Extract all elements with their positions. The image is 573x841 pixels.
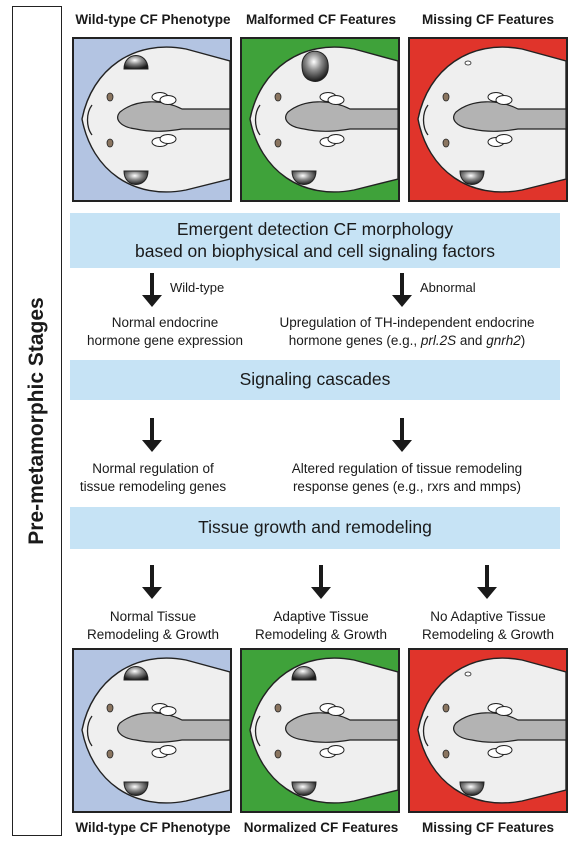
nostril — [274, 749, 282, 759]
otic-vesicle — [327, 745, 345, 755]
otic-vesicle — [495, 134, 513, 144]
eye-bottom — [123, 781, 149, 796]
tadpole-head-illustration — [249, 46, 398, 193]
missing-eye-remnant — [464, 671, 472, 677]
altered-regulation-text: Altered regulation of tissue remodeling … — [291, 461, 523, 494]
missing-eye-remnant — [464, 60, 472, 66]
otic-vesicle — [159, 745, 177, 755]
eye-bottom — [459, 170, 485, 185]
outcome-normal: Normal Tissue Remodeling & Growth — [86, 609, 220, 642]
band-tissue-growth: Tissue growth and remodeling — [70, 507, 560, 549]
mouth-line — [86, 715, 93, 747]
stage-label-box: Pre-metamorphic Stages — [12, 6, 62, 836]
eye-bottom — [291, 781, 317, 796]
arrow-down-icon — [477, 565, 497, 599]
eye-bottom — [291, 170, 317, 185]
top-panel-wildtype — [72, 37, 232, 202]
arrow-down-icon — [311, 565, 331, 599]
eye-top — [291, 666, 317, 681]
top-panel-missing — [408, 37, 568, 202]
mouth-line — [254, 715, 261, 747]
outcome-no-adaptive: No Adaptive Tissue Remodeling & Growth — [421, 609, 555, 642]
malformed-eye — [301, 50, 329, 82]
top-title-malformed: Malformed CF Features — [245, 12, 397, 27]
top-panel-malformed — [240, 37, 400, 202]
mouth-line — [254, 104, 261, 136]
nostril — [442, 703, 450, 713]
nostril — [274, 703, 282, 713]
arrow-label-abnormal: Abnormal — [420, 280, 476, 295]
tadpole-head-illustration — [249, 657, 398, 804]
brain-shape — [453, 712, 566, 743]
nostril — [106, 749, 114, 759]
gene-prl2s: prl.2S — [420, 332, 457, 348]
eye-bottom — [459, 781, 485, 796]
otic-vesicle — [495, 95, 513, 105]
outcome-adaptive: Adaptive Tissue Remodeling & Growth — [254, 609, 388, 642]
brain-shape — [285, 712, 398, 743]
tadpole-head-illustration — [81, 657, 230, 804]
mouth-line — [422, 715, 429, 747]
eye-top — [123, 666, 149, 681]
brain-shape — [285, 101, 398, 132]
otic-vesicle — [495, 706, 513, 716]
mouth-line — [422, 104, 429, 136]
nostril — [442, 92, 450, 102]
brain-shape — [117, 101, 230, 132]
brain-shape — [453, 101, 566, 132]
bottom-title-normalized: Normalized CF Features — [243, 820, 399, 835]
arrow-down-icon — [142, 418, 162, 452]
arrow-down-icon — [392, 273, 412, 307]
nostril — [442, 749, 450, 759]
top-title-wildtype: Wild-type CF Phenotype — [75, 12, 231, 27]
otic-vesicle — [159, 95, 177, 105]
gene-gnrh2: gnrh2 — [486, 332, 521, 348]
nostril — [274, 92, 282, 102]
bottom-panel-missing — [408, 648, 568, 813]
otic-vesicle — [495, 745, 513, 755]
mouth-line — [86, 104, 93, 136]
otic-vesicle — [327, 706, 345, 716]
nostril — [274, 138, 282, 148]
otic-vesicle — [159, 134, 177, 144]
bottom-panel-normalized — [240, 648, 400, 813]
arrow-down-icon — [142, 565, 162, 599]
nostril — [106, 92, 114, 102]
eye-bottom — [123, 170, 149, 185]
otic-vesicle — [327, 95, 345, 105]
upregulation-text: Upregulation of TH-independent endocrine… — [279, 315, 535, 348]
nostril — [442, 138, 450, 148]
eye-top — [123, 55, 149, 70]
tadpole-head-illustration — [417, 657, 566, 804]
normal-regulation-text: Normal regulation of tissue remodeling g… — [79, 461, 227, 494]
band1-line1: Emergent detection CF morphology — [176, 218, 454, 239]
band-emergent-detection: Emergent detection CF morphology based o… — [70, 213, 560, 268]
otic-vesicle — [159, 706, 177, 716]
band-signaling-cascades: Signaling cascades — [70, 360, 560, 400]
arrow-down-icon — [142, 273, 162, 307]
otic-vesicle — [327, 134, 345, 144]
nostril — [106, 703, 114, 713]
bottom-panel-wildtype — [72, 648, 232, 813]
bottom-title-missing: Missing CF Features — [421, 820, 555, 835]
nostril — [106, 138, 114, 148]
tadpole-head-illustration — [417, 46, 566, 193]
top-title-missing: Missing CF Features — [421, 12, 555, 27]
normal-endocrine-text: Normal endocrine hormone gene expression — [86, 315, 244, 348]
arrow-down-icon — [392, 418, 412, 452]
stage-label: Pre-metamorphic Stages — [25, 297, 48, 545]
bottom-title-wildtype: Wild-type CF Phenotype — [75, 820, 231, 835]
brain-shape — [117, 712, 230, 743]
band1-line2: based on biophysical and cell signaling … — [135, 240, 495, 261]
arrow-label-wildtype: Wild-type — [170, 280, 225, 295]
tadpole-head-illustration — [81, 46, 230, 193]
